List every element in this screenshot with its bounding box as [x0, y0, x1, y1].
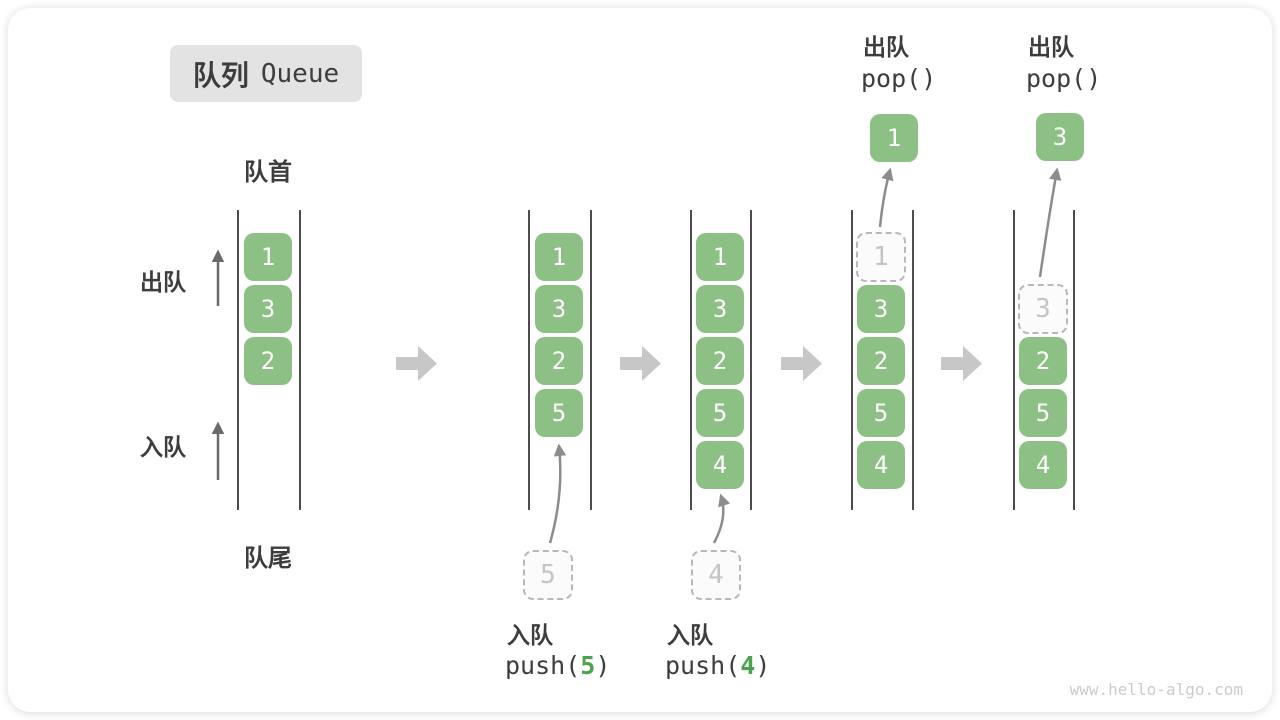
title-en: Queue — [260, 58, 340, 89]
queue-block: 3 — [535, 285, 583, 333]
dequeued-ghost-block: 1 — [856, 232, 906, 282]
pop1-code: pop() — [861, 64, 937, 93]
incoming-ghost-block: 5 — [523, 550, 573, 600]
popped-block: 1 — [870, 114, 918, 162]
push5-code: push(5) — [505, 651, 611, 680]
state1-right-line — [299, 210, 301, 510]
queue-block: 2 — [535, 337, 583, 385]
state1-left-line — [237, 210, 239, 510]
enqueue-side-label: 入队 — [140, 434, 186, 460]
state5-right-line — [1073, 210, 1075, 510]
queue-block: 3 — [857, 285, 905, 333]
push4-code: push(4) — [665, 651, 771, 680]
push5-label: 入队 — [507, 622, 553, 648]
queue-block: 4 — [696, 441, 744, 489]
state5-left-line — [1013, 210, 1015, 510]
queue-block: 2 — [244, 337, 292, 385]
incoming-ghost-block: 4 — [691, 550, 741, 600]
queue-block: 5 — [535, 389, 583, 437]
queue-block: 1 — [535, 233, 583, 281]
queue-block: 4 — [857, 441, 905, 489]
state2-right-line — [590, 210, 592, 510]
diagram-card — [8, 8, 1272, 712]
state3-left-line — [690, 210, 692, 510]
push4-label: 入队 — [667, 622, 713, 648]
queue-block: 1 — [244, 233, 292, 281]
state2-left-line — [528, 210, 530, 510]
queue-block: 3 — [244, 285, 292, 333]
title-box: 队列 Queue — [170, 45, 362, 102]
pop2-label: 出队 — [1028, 34, 1074, 60]
dequeued-ghost-block: 3 — [1018, 284, 1068, 334]
queue-block: 3 — [696, 285, 744, 333]
queue-block: 5 — [696, 389, 744, 437]
queue-block: 2 — [1019, 337, 1067, 385]
queue-block: 1 — [696, 233, 744, 281]
popped-block: 3 — [1036, 113, 1084, 161]
pop2-code: pop() — [1026, 64, 1102, 93]
watermark: www.hello-algo.com — [1069, 680, 1243, 699]
pop1-label: 出队 — [863, 34, 909, 60]
state4-right-line — [912, 210, 914, 510]
state4-left-line — [851, 210, 853, 510]
state3-right-line — [750, 210, 752, 510]
queue-block: 5 — [1019, 389, 1067, 437]
queue-block: 2 — [857, 337, 905, 385]
queue-block: 5 — [857, 389, 905, 437]
queue-block: 4 — [1019, 441, 1067, 489]
title-zh: 队列 — [192, 59, 249, 91]
queue-block: 2 — [696, 337, 744, 385]
queue-front-label: 队首 — [244, 159, 292, 186]
queue-rear-label: 队尾 — [244, 545, 292, 572]
dequeue-side-label: 出队 — [140, 269, 186, 295]
